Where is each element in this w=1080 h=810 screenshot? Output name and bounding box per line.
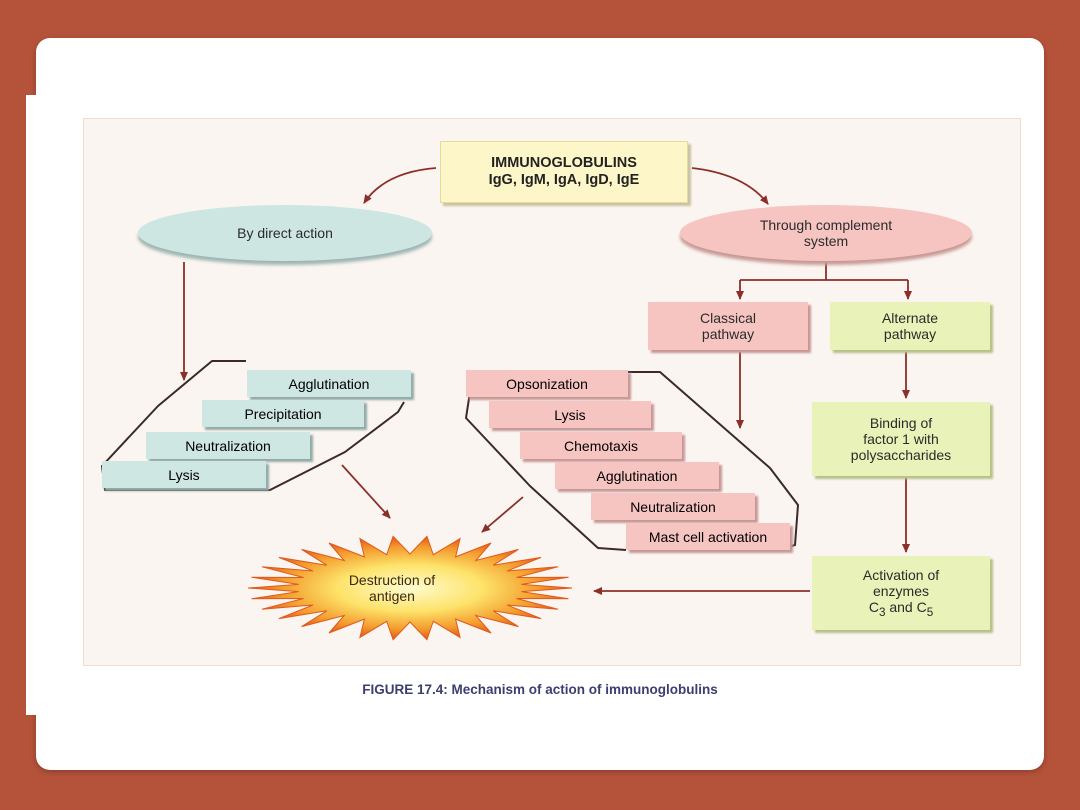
alternate-line2: pathway: [883, 326, 937, 342]
destruction-line2: antigen: [369, 588, 415, 605]
complement-system-ellipse: Through complement system: [680, 205, 972, 261]
complement-effect-agglutination: Agglutination: [555, 462, 719, 489]
immunoglobulin-classes: IgG, IgM, IgA, IgD, IgE: [488, 172, 640, 188]
complement-effect-lysis: Lysis: [489, 401, 651, 428]
complement-effect-mast-cell-activation: Mast cell activation: [626, 523, 790, 550]
destruction-line1: Destruction of: [348, 572, 436, 588]
figure-caption: FIGURE 17.4: Mechanism of action of immu…: [362, 682, 718, 697]
immunoglobulins-title: IMMUNOGLOBULINS: [491, 155, 637, 172]
classical-line2: pathway: [701, 326, 755, 342]
direct-effect-precipitation: Precipitation: [202, 400, 364, 427]
destruction-label: Destruction of antigen: [322, 572, 462, 604]
complement-effect-chemotaxis: Chemotaxis: [520, 432, 682, 459]
direct-effect-lysis: Lysis: [102, 461, 266, 488]
activation-line3: C3 and C5: [869, 599, 933, 619]
alternate-line1: Alternate: [881, 309, 939, 326]
alternate-pathway-box: Alternate pathway: [830, 302, 990, 350]
binding-line1: Binding of: [869, 414, 933, 431]
c5-subscript: 5: [926, 605, 934, 619]
classical-pathway-box: Classical pathway: [648, 302, 808, 350]
c3-subscript: 3: [878, 605, 886, 619]
complement-effect-neutralization: Neutralization: [591, 493, 755, 520]
direct-action-label: By direct action: [237, 224, 333, 241]
and-c5-text: and C: [885, 598, 927, 615]
direct-effect-agglutination: Agglutination: [247, 370, 411, 397]
activation-box: Activation of enzymes C3 and C5: [812, 556, 990, 630]
binding-line3: polysaccharides: [850, 447, 952, 464]
activation-line1: Activation of: [862, 566, 940, 583]
classical-line1: Classical: [699, 309, 756, 326]
direct-effect-neutralization: Neutralization: [146, 432, 310, 459]
activation-line2: enzymes: [872, 582, 930, 599]
direct-action-ellipse: By direct action: [138, 205, 432, 261]
immunoglobulins-box: IMMUNOGLOBULINS IgG, IgM, IgA, IgD, IgE: [440, 141, 688, 203]
c3-letter: C: [868, 598, 879, 615]
complement-label-line1: Through complement: [759, 216, 893, 233]
binding-line2: factor 1 with: [863, 430, 939, 447]
complement-label-line2: system: [803, 233, 849, 249]
complement-effect-opsonization: Opsonization: [466, 370, 628, 397]
binding-box: Binding of factor 1 with polysaccharides: [812, 402, 990, 476]
